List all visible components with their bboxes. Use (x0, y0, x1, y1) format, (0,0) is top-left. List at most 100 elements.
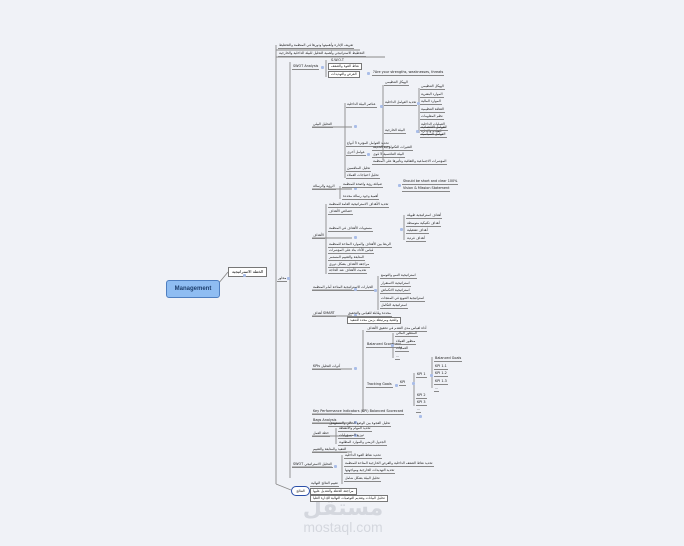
branch-node[interactable]: Key Performance Indicators (KPI) Balance… (312, 409, 405, 415)
branch-node[interactable]: SMART أهداف (312, 311, 336, 317)
sub-node[interactable]: قياس الأداء بناء على المؤشرات (328, 248, 375, 254)
expand-toggle-icon[interactable] (354, 236, 357, 239)
expand-toggle-icon[interactable] (367, 72, 370, 75)
leaf-node[interactable]: أهداف تشغيلية (406, 228, 429, 234)
leaf-node[interactable]: توزيع المسؤوليات (338, 433, 365, 439)
leaf-node[interactable]: منظور العملاء (395, 338, 417, 345)
expand-toggle-icon[interactable] (395, 384, 398, 387)
sub-node[interactable]: أداة لقياس مدى التقدم في تحقيق الأهداف (366, 326, 428, 332)
leaf-node[interactable]: KPI 3 (416, 400, 427, 406)
leaf-node[interactable]: KPI 1.3 (434, 378, 448, 385)
leaf-node[interactable]: تحديد نقاط القوة الداخلية (344, 453, 382, 459)
leaf-node[interactable]: أهداف تكتيكية متوسطة (406, 220, 441, 227)
expand-toggle-icon[interactable] (416, 130, 419, 133)
sub-node[interactable]: تحليل احتياجات العملاء (346, 173, 380, 179)
leaf-node[interactable]: أهداف استراتيجية طويلة (406, 213, 443, 219)
sub-node[interactable]: تحديث الأهداف عند الحاجة (328, 268, 368, 274)
leaf-node[interactable]: KPI 1.2 (434, 371, 448, 377)
sub-node[interactable]: خصائص الأهداف (328, 209, 354, 215)
expand-toggle-icon[interactable] (419, 415, 422, 418)
expand-toggle-icon[interactable] (380, 105, 383, 108)
leaf-node[interactable]: Balanced Goals (434, 356, 463, 362)
sub-node[interactable]: مراجعة الأهداف بشكل دوري (328, 262, 371, 268)
expand-toggle-icon[interactable] (321, 66, 324, 69)
leaf-node[interactable]: ... (395, 353, 401, 360)
leaf-node[interactable]: العوامل الاقتصادية (420, 125, 448, 131)
leaf-node[interactable]: البيئة التنافسية 5 قوى (372, 152, 405, 158)
expand-toggle-icon[interactable] (243, 274, 246, 277)
expand-toggle-icon[interactable] (417, 102, 420, 105)
leaf-node[interactable]: Vision & Mission Statement (402, 186, 451, 192)
expand-toggle-icon[interactable] (391, 344, 394, 347)
branch-node[interactable]: الخيارات الاستراتيجية المتاحة أمام المنظ… (312, 285, 375, 291)
expand-toggle-icon[interactable] (400, 228, 403, 231)
leaf-node[interactable]: استراتيجية النمو والتوسع (380, 273, 417, 279)
leaf-node[interactable]: استراتيجية الاستقرار (380, 280, 411, 287)
sub-node[interactable]: المتابعة والتقييم المستمر (328, 255, 366, 261)
leaf-node[interactable]: تحديد التهديدات الخارجية ومواجهتها (344, 468, 396, 474)
top-note[interactable]: تعريف الإدارة وأهميتها ودورها في المنظمة… (278, 43, 355, 49)
top-note[interactable]: التخطيط الاستراتيجي وأهمية التحليل للبيئ… (278, 51, 366, 57)
expand-toggle-icon[interactable] (354, 288, 357, 291)
sub-node[interactable]: Tracking Goals (366, 382, 393, 388)
expand-toggle-icon[interactable] (354, 421, 357, 424)
sub-node[interactable]: صياغة رؤية واضحة للمنظمة (342, 182, 383, 188)
leaf-node[interactable]: الموارد البشرية (420, 91, 444, 98)
sub-node[interactable]: الربط بين الأهداف والموارد المتاحة للمنظ… (328, 242, 392, 248)
expand-toggle-icon[interactable] (287, 277, 290, 280)
branch-node[interactable]: التحليل الاستراتيجي SWOT (292, 462, 333, 468)
leaf-node[interactable]: تحديد نقاط الضعف الداخلية والفرص الخارجي… (344, 460, 434, 467)
expand-toggle-icon[interactable] (354, 434, 357, 437)
expand-toggle-icon[interactable] (334, 465, 337, 468)
leaf-node[interactable]: تحليل البيئة بشكل شامل (344, 475, 381, 482)
swot-child[interactable]: نقاط القوة والضعف (328, 63, 362, 70)
root-node[interactable]: Management (166, 280, 220, 298)
leaf-node[interactable]: تقييم النتائج النهائية (310, 481, 339, 487)
leaf-node[interactable]: الثقافة التنظيمية (420, 106, 445, 113)
leaf-node[interactable]: تحليل البيانات وتقديم التوصيات النهائية … (310, 495, 388, 502)
leaf[interactable]: الهيكل التنظيمي (384, 80, 409, 86)
swot-child[interactable]: Are your strengths, weaknesses, threats? (372, 70, 445, 76)
expand-toggle-icon[interactable] (374, 289, 377, 292)
leaf-node[interactable]: نظم المعلومات (420, 114, 444, 120)
swot-child[interactable]: الفرص والتهديدات (328, 71, 360, 78)
leaf-node[interactable]: Should be short and clear 100% (402, 179, 459, 185)
selected-node[interactable]: النتائج (291, 486, 310, 496)
branch-node[interactable]: خطة العمل (312, 431, 330, 437)
branch-node[interactable]: أدوات التحليل KPIs (312, 364, 342, 370)
leaf-node[interactable]: تحليل الفجوة بين الوضع الحالي والمستهدف (328, 421, 392, 427)
expand-toggle-icon[interactable] (354, 314, 357, 317)
leaf-node[interactable]: واقعية ومرتبطة بزمن محدد للتنفيذ (347, 317, 402, 324)
expand-toggle-icon[interactable] (354, 125, 357, 128)
branch-node[interactable]: الأهداف (312, 233, 325, 239)
expand-toggle-icon[interactable] (412, 382, 415, 385)
sub-node[interactable]: عوامل أخرى (346, 150, 366, 156)
sub-node[interactable]: KPI (399, 380, 407, 386)
leaf-node[interactable]: التغيرات التكنولوجية الحديثة (372, 145, 413, 151)
leaf[interactable]: تحديد العوامل الداخلية (384, 100, 418, 106)
leaf-node[interactable]: ... (416, 407, 422, 413)
leaf-node[interactable]: KPI 1 (416, 372, 427, 378)
sub-node[interactable]: أهمية وجود رسالة محددة (342, 194, 380, 200)
sub-node[interactable]: تحليل المنافسين (346, 166, 372, 172)
expand-toggle-icon[interactable] (354, 187, 357, 190)
main-branch-node[interactable]: الخطة الاستراتيجية (228, 267, 268, 277)
leaf-node[interactable]: الهيكل التنظيمي (420, 84, 445, 90)
sub-node[interactable]: عناصر البيئة الداخلية (346, 102, 377, 108)
leaf-node[interactable]: المؤشرات الاجتماعية والثقافية وتأثيرها ع… (372, 159, 448, 165)
leaf-node[interactable]: محددة وقابلة للقياس والتحقيق (347, 311, 392, 317)
leaf-node[interactable]: العمليات (395, 346, 409, 352)
expand-toggle-icon[interactable] (354, 367, 357, 370)
hub-node[interactable]: محاور (277, 276, 288, 282)
leaf-node[interactable]: العمليات الداخلية (420, 121, 446, 128)
leaf-node[interactable]: KPI 2 (416, 393, 427, 399)
expand-toggle-icon[interactable] (367, 153, 370, 156)
branch-node[interactable]: التنفيذ والمتابعة والتقييم (312, 447, 348, 453)
expand-toggle-icon[interactable] (398, 184, 401, 187)
sub-node[interactable]: مستويات الأهداف في المنظمة (328, 226, 373, 232)
leaf-node[interactable]: استراتيجية الانكماش (380, 288, 411, 294)
leaf-node[interactable]: تحديد المهام والأنشطة (338, 426, 372, 432)
sub-node[interactable]: تحديد الأهداف الاستراتيجية العامة للمنظم… (328, 202, 390, 208)
sub-node[interactable]: البيئة الخارجية (384, 128, 406, 134)
sub-node[interactable]: تحديد العوامل المؤثرة 5 أنواع (346, 141, 390, 147)
